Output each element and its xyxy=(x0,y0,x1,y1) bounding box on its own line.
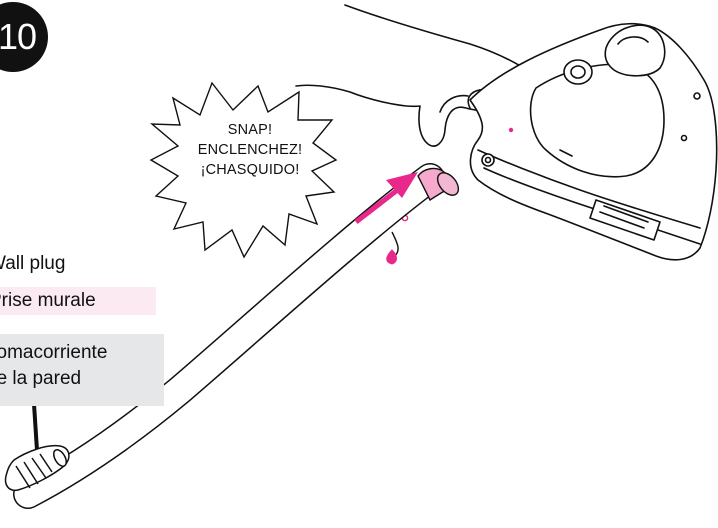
snap-callout: SNAP! ENCLENCHEZ! ¡CHASQUIDO! xyxy=(165,120,335,180)
label-spanish-line2: de la pared xyxy=(0,366,164,392)
callout-line-english: SNAP! xyxy=(165,120,335,140)
label-french-text: Prise murale xyxy=(0,290,96,311)
label-english: Wall plug xyxy=(0,251,65,277)
label-french: Prise murale xyxy=(0,287,156,315)
step-number: 10 xyxy=(0,16,36,58)
label-english-text: Wall plug xyxy=(0,253,65,274)
label-spanish: Tomacorriente de la pared xyxy=(0,334,164,406)
callout-line-spanish: ¡CHASQUIDO! xyxy=(165,160,335,180)
label-spanish-line1: Tomacorriente xyxy=(0,340,164,366)
indicator-dot xyxy=(509,128,513,132)
callout-line-french: ENCLENCHEZ! xyxy=(165,140,335,160)
